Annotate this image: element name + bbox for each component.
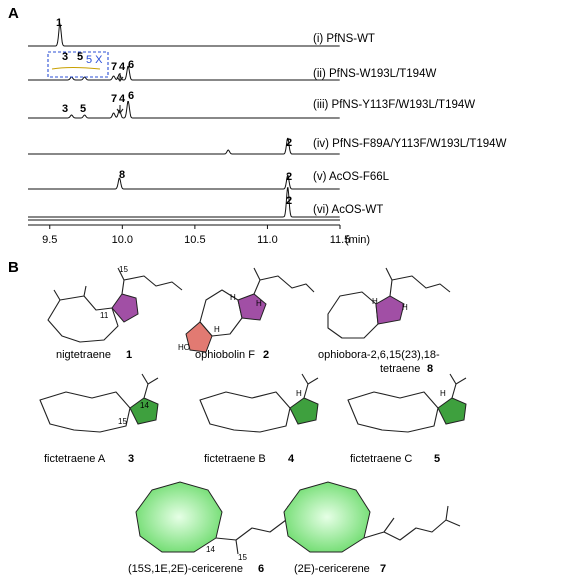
x-tick-label: 10.0 <box>112 234 133 246</box>
peak-label: 3 <box>62 103 68 115</box>
svg-text:15: 15 <box>118 417 127 426</box>
svg-text:HO: HO <box>178 343 190 352</box>
x-axis-unit: (min) <box>345 234 370 246</box>
peak-label: 2 <box>286 137 292 149</box>
chromatogram-traces <box>28 22 340 221</box>
trace-label-i: (i) PfNS-WT <box>313 33 375 45</box>
peak-label: 1 <box>56 17 62 29</box>
zoom-trace <box>51 67 101 70</box>
panel-a-letter: A <box>8 5 19 22</box>
chromatogram-trace <box>28 65 340 81</box>
compound-number: 4 <box>288 453 295 465</box>
chromatogram-trace <box>28 22 340 47</box>
arrow-icon <box>116 105 124 114</box>
chromatogram-trace <box>28 187 340 218</box>
trace-label-vi: (vi) AcOS-WT <box>313 204 383 216</box>
compound-name: (2E)-cericerene <box>294 563 370 575</box>
peak-label: 5 <box>80 103 86 115</box>
compound-number: 6 <box>258 563 264 575</box>
x-tick-label: 9.5 <box>42 234 57 246</box>
svg-text:H: H <box>230 293 236 302</box>
structure-fictetraene-a: 14 15 <box>39 373 159 433</box>
svg-text:14: 14 <box>206 545 215 554</box>
compound-number: 3 <box>128 453 134 465</box>
compound-name-line2: tetraene <box>380 363 420 375</box>
peak-label: 4 <box>119 93 126 105</box>
x-tick-label: 11.5 <box>330 234 351 246</box>
svg-text:15: 15 <box>119 265 128 274</box>
peak-label: 8 <box>119 169 125 181</box>
compound-name: fictetraene B <box>204 453 266 465</box>
structure-cericerene-2e <box>283 481 461 553</box>
trace-label-v: (v) AcOS-F66L <box>313 171 390 183</box>
panel-b-letter: B <box>8 259 19 276</box>
peak-label: 7 <box>111 93 117 105</box>
peak-label: 6 <box>128 90 134 102</box>
svg-text:H: H <box>402 303 408 312</box>
compound-name: fictetraene A <box>44 453 106 465</box>
compound-number: 5 <box>434 453 440 465</box>
trace-label-iv: (iv) PfNS-F89A/Y113F/W193L/T194W <box>313 138 507 150</box>
compound-number: 2 <box>263 349 269 361</box>
x-tick-label: 10.5 <box>184 234 205 246</box>
chromatogram-trace <box>28 101 340 119</box>
compound-number: 8 <box>427 363 433 375</box>
compound-name: nigtetraene <box>56 349 111 361</box>
structure-fictetraene-b: H <box>199 373 319 433</box>
x-tick-label: 11.0 <box>257 234 278 246</box>
svg-text:H: H <box>256 299 262 308</box>
peak-label: 4 <box>119 61 126 73</box>
structure-ophiobolin-f: H H H HO <box>178 267 315 353</box>
svg-text:11: 11 <box>100 311 109 320</box>
svg-text:H: H <box>214 325 220 334</box>
compound-name: ophiobolin F <box>195 349 255 361</box>
svg-text:14: 14 <box>140 401 149 410</box>
structure-nigtetraene: 15 11 <box>47 265 183 343</box>
peak-label: 2 <box>286 171 292 183</box>
structure-fictetraene-c: H <box>347 373 467 433</box>
peak-label: 7 <box>111 61 117 73</box>
zoom-box <box>47 51 109 78</box>
svg-text:H: H <box>296 389 302 398</box>
zoom-label: 5 X <box>86 54 103 66</box>
peak-label: 6 <box>128 59 134 71</box>
chromatogram-trace <box>28 174 340 190</box>
compound-number: 1 <box>126 349 132 361</box>
trace-label-ii: (ii) PfNS-W193L/T194W <box>313 68 436 80</box>
peak-label: 3 <box>62 51 68 63</box>
arrow-icon <box>116 73 124 82</box>
compound-name: (15S,1E,2E)-cericerene <box>128 563 243 575</box>
compound-name: fictetraene C <box>350 453 412 465</box>
x-axis-ticks: 9.5 10.0 10.5 11.0 11.5 <box>42 225 350 246</box>
svg-text:H: H <box>440 389 446 398</box>
structure-ophiobora-tetraene: H H <box>327 267 451 339</box>
peak-label: 2 <box>286 195 292 207</box>
compound-name-line1: ophiobora-2,6,15(23),18- <box>318 349 440 361</box>
peak-label: 5 <box>77 51 83 63</box>
trace-label-iii: (iii) PfNS-Y113F/W193L/T194W <box>313 99 475 111</box>
chromatogram-trace <box>28 137 340 155</box>
svg-text:H: H <box>372 297 378 306</box>
svg-text:15: 15 <box>238 553 247 562</box>
compound-number: 7 <box>380 563 386 575</box>
